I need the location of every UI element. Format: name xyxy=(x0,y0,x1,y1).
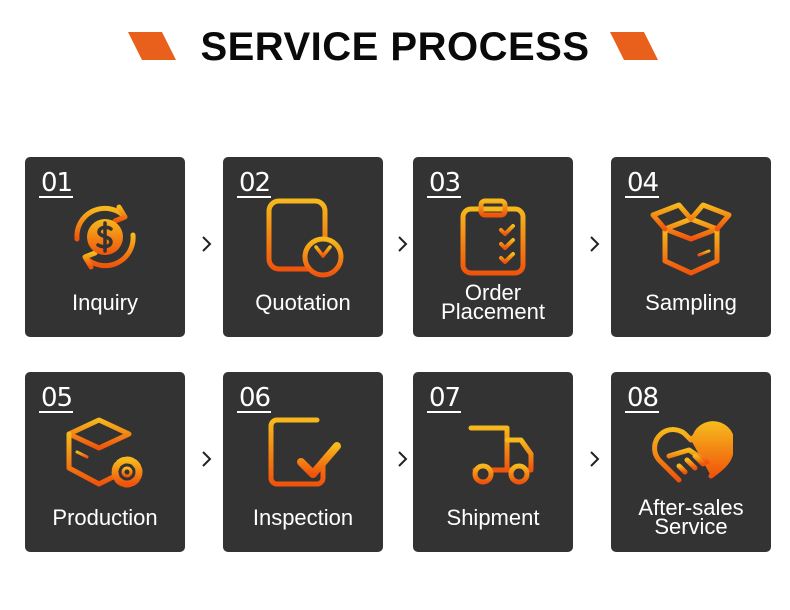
step-number: 06 xyxy=(239,383,271,413)
step-card-02: 02 Quotation xyxy=(223,157,383,337)
header: SERVICE PROCESS xyxy=(0,22,790,72)
number-underline xyxy=(427,411,461,413)
number-underline xyxy=(39,411,73,413)
heart-handshake-icon xyxy=(652,421,733,483)
step-label: After-sales Service xyxy=(638,495,744,539)
step-number: 01 xyxy=(41,168,73,198)
step-label: Inspection xyxy=(252,505,354,530)
clipboard-check-icon xyxy=(460,198,526,276)
number-underline xyxy=(427,196,461,198)
number-underline xyxy=(625,411,659,413)
step-number: 04 xyxy=(627,168,659,198)
step-card-05: 05 Production xyxy=(25,372,185,552)
chevron-right-icon xyxy=(202,236,212,252)
step-label: Production xyxy=(52,505,158,530)
number-underline xyxy=(625,196,659,198)
step-number: 03 xyxy=(429,168,461,198)
step-card-07: 07 Shipment xyxy=(413,372,573,552)
box-gear-icon xyxy=(66,417,143,488)
number-underline xyxy=(39,196,73,198)
dollar-refresh-icon xyxy=(74,204,136,270)
right-parallelogram-decoration xyxy=(610,32,658,60)
number-underline xyxy=(237,196,271,198)
chevron-right-icon xyxy=(590,451,600,467)
step-label: Shipment xyxy=(446,505,540,530)
step-label: Sampling xyxy=(645,290,737,315)
step-number: 08 xyxy=(627,383,659,413)
chevron-right-icon xyxy=(202,451,212,467)
step-number: 02 xyxy=(239,168,271,198)
step-card-04: 04 Sampling xyxy=(611,157,771,337)
page-title: SERVICE PROCESS xyxy=(200,25,590,69)
step-number: 07 xyxy=(429,383,461,413)
chevron-right-icon xyxy=(398,236,408,252)
step-card-03: 03 Order Placement xyxy=(413,157,573,337)
left-parallelogram-decoration xyxy=(128,32,176,60)
step-label: Order Placement xyxy=(441,280,545,324)
chevron-right-icon xyxy=(590,236,600,252)
document-yen-icon xyxy=(266,198,344,278)
step-label: Quotation xyxy=(255,290,351,315)
step-card-08: 08 After-sales Service xyxy=(611,372,771,552)
open-box-icon xyxy=(650,202,732,276)
delivery-truck-icon xyxy=(451,425,534,485)
number-underline xyxy=(237,411,271,413)
step-card-06: 06 Inspection xyxy=(223,372,383,552)
step-label: Inquiry xyxy=(71,290,139,315)
step-card-01: 01 Inquiry xyxy=(25,157,185,337)
checklist-icon xyxy=(268,417,341,487)
step-number: 05 xyxy=(41,383,73,413)
chevron-right-icon xyxy=(398,451,408,467)
